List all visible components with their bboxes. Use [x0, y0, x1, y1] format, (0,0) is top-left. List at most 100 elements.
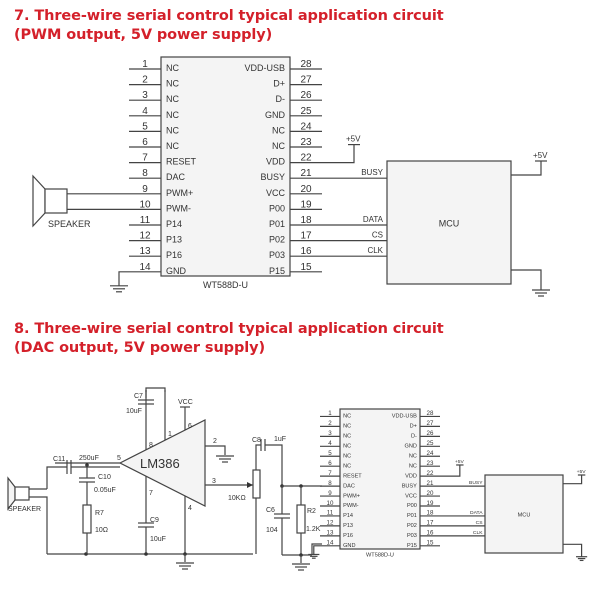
amp-pin7-label: 7	[149, 490, 153, 497]
pin-label: GND	[343, 543, 355, 549]
pin-label: DAC	[166, 172, 186, 182]
pin-number: 7	[328, 470, 332, 477]
speaker-label-2: SPEAKER	[8, 506, 41, 513]
pin-number: 4	[142, 106, 148, 117]
pin-number: 5	[142, 121, 148, 132]
lm386-label: LM386	[140, 456, 180, 471]
pin-label: PWM+	[166, 188, 193, 198]
mcu-gnd-wire	[511, 269, 542, 290]
vdd-5v-label: +5V	[455, 459, 465, 465]
pin-label: P03	[269, 250, 285, 260]
vdd-wire	[322, 144, 355, 164]
pin-label: GND	[404, 444, 416, 450]
c6-name: C6	[266, 507, 275, 514]
c8-value: 1uF	[274, 436, 286, 443]
pin-number: 26	[300, 90, 312, 101]
c8-name: C8	[252, 437, 261, 444]
chip-name: WT588D-U	[203, 280, 248, 290]
c7-value: 10uF	[126, 408, 142, 415]
ground-icon	[576, 556, 588, 562]
c7-loop-wire	[145, 387, 166, 392]
wt588d-chip	[160, 56, 291, 277]
pin-number: 10	[139, 199, 151, 210]
pin-number: 4	[328, 440, 332, 447]
pin-label: VCC	[266, 188, 286, 198]
pin-number: 3	[142, 90, 148, 101]
mcu-5v-label: +5V	[533, 151, 548, 160]
speaker-label: SPEAKER	[48, 219, 91, 229]
mcu-block	[484, 474, 564, 554]
pin-number: 8	[328, 480, 332, 487]
pin-number: 9	[142, 184, 148, 195]
busy-signal-label: BUSY	[469, 480, 483, 486]
ground-icon	[110, 285, 128, 293]
pin-number: 20	[427, 490, 434, 497]
pin-label: D-	[411, 434, 417, 440]
pin-label: D+	[410, 424, 417, 430]
amp-pin2-label: 2	[213, 438, 217, 445]
c10-value: 0.05uF	[94, 487, 116, 494]
r7-resistor	[82, 504, 92, 534]
ground-icon	[532, 289, 550, 297]
pin-label: BUSY	[402, 483, 417, 489]
speaker-icon	[7, 476, 30, 511]
vdd-wire	[440, 464, 461, 477]
mcu-5v-label: +5V	[577, 469, 587, 475]
cs-signal-label: CS	[372, 231, 383, 240]
amp-pin6-label: 6	[188, 423, 192, 430]
ground-icon	[292, 563, 310, 571]
pin-number: 7	[142, 153, 148, 164]
data-signal-label: DATA	[363, 215, 384, 224]
pin-number: 23	[300, 137, 312, 148]
pin-label: P16	[166, 250, 182, 260]
pin-label: P02	[269, 235, 285, 245]
pin-number: 5	[328, 450, 332, 457]
pin-label: NC	[343, 453, 351, 459]
potentiometer	[252, 469, 261, 499]
pin-label: NC	[166, 79, 179, 89]
busy-signal-label: BUSY	[361, 168, 383, 177]
amp-pin4-label: 4	[188, 505, 192, 512]
pin-number: 18	[427, 510, 434, 517]
pin-label: NC	[166, 125, 179, 135]
pin-number: 27	[300, 75, 312, 86]
c7-name: C7	[134, 393, 143, 400]
pin-number: 21	[300, 168, 312, 179]
dac-circuit: LM386 5 8 1 C7 10uF VCC 6 2	[7, 387, 588, 571]
pin-label: NC	[343, 463, 351, 469]
pin-number: 1	[328, 410, 332, 417]
pin-number: 28	[427, 410, 434, 417]
pin-number: 28	[300, 59, 312, 70]
pin-number: 2	[142, 75, 148, 86]
pin-label: BUSY	[260, 172, 285, 182]
pin-number: 25	[427, 440, 434, 447]
wt588d-chip	[339, 408, 421, 550]
pin-number: 2	[328, 420, 332, 427]
clk-signal-label: CLK	[367, 246, 383, 255]
pin-label: GND	[166, 266, 187, 276]
pin-label: PWM+	[343, 493, 360, 499]
pin-number: 17	[300, 231, 312, 242]
pin-number: 9	[328, 490, 332, 497]
vcc-label: VCC	[178, 399, 193, 406]
pin-label: RESET	[166, 157, 197, 167]
c11-name: C11	[53, 456, 65, 463]
cs-signal-label: CS	[476, 520, 484, 526]
chip-name: WT588D-U	[366, 552, 394, 558]
c9-name: C9	[150, 517, 159, 524]
pin-label: NC	[166, 141, 179, 151]
pin-number: 26	[427, 430, 434, 437]
pin-number: 24	[427, 450, 434, 457]
pot-value: 10KΩ	[228, 495, 246, 502]
pin-number: 14	[327, 540, 334, 547]
pin-label: P15	[269, 266, 285, 276]
ground-icon	[216, 455, 234, 463]
pin-label: VCC	[405, 493, 417, 499]
pin-number: 6	[328, 460, 332, 467]
r2-name: R2	[307, 508, 316, 515]
pin-label: NC	[343, 414, 351, 420]
r7-value: 10Ω	[95, 527, 108, 534]
c10-name: C10	[98, 474, 111, 481]
